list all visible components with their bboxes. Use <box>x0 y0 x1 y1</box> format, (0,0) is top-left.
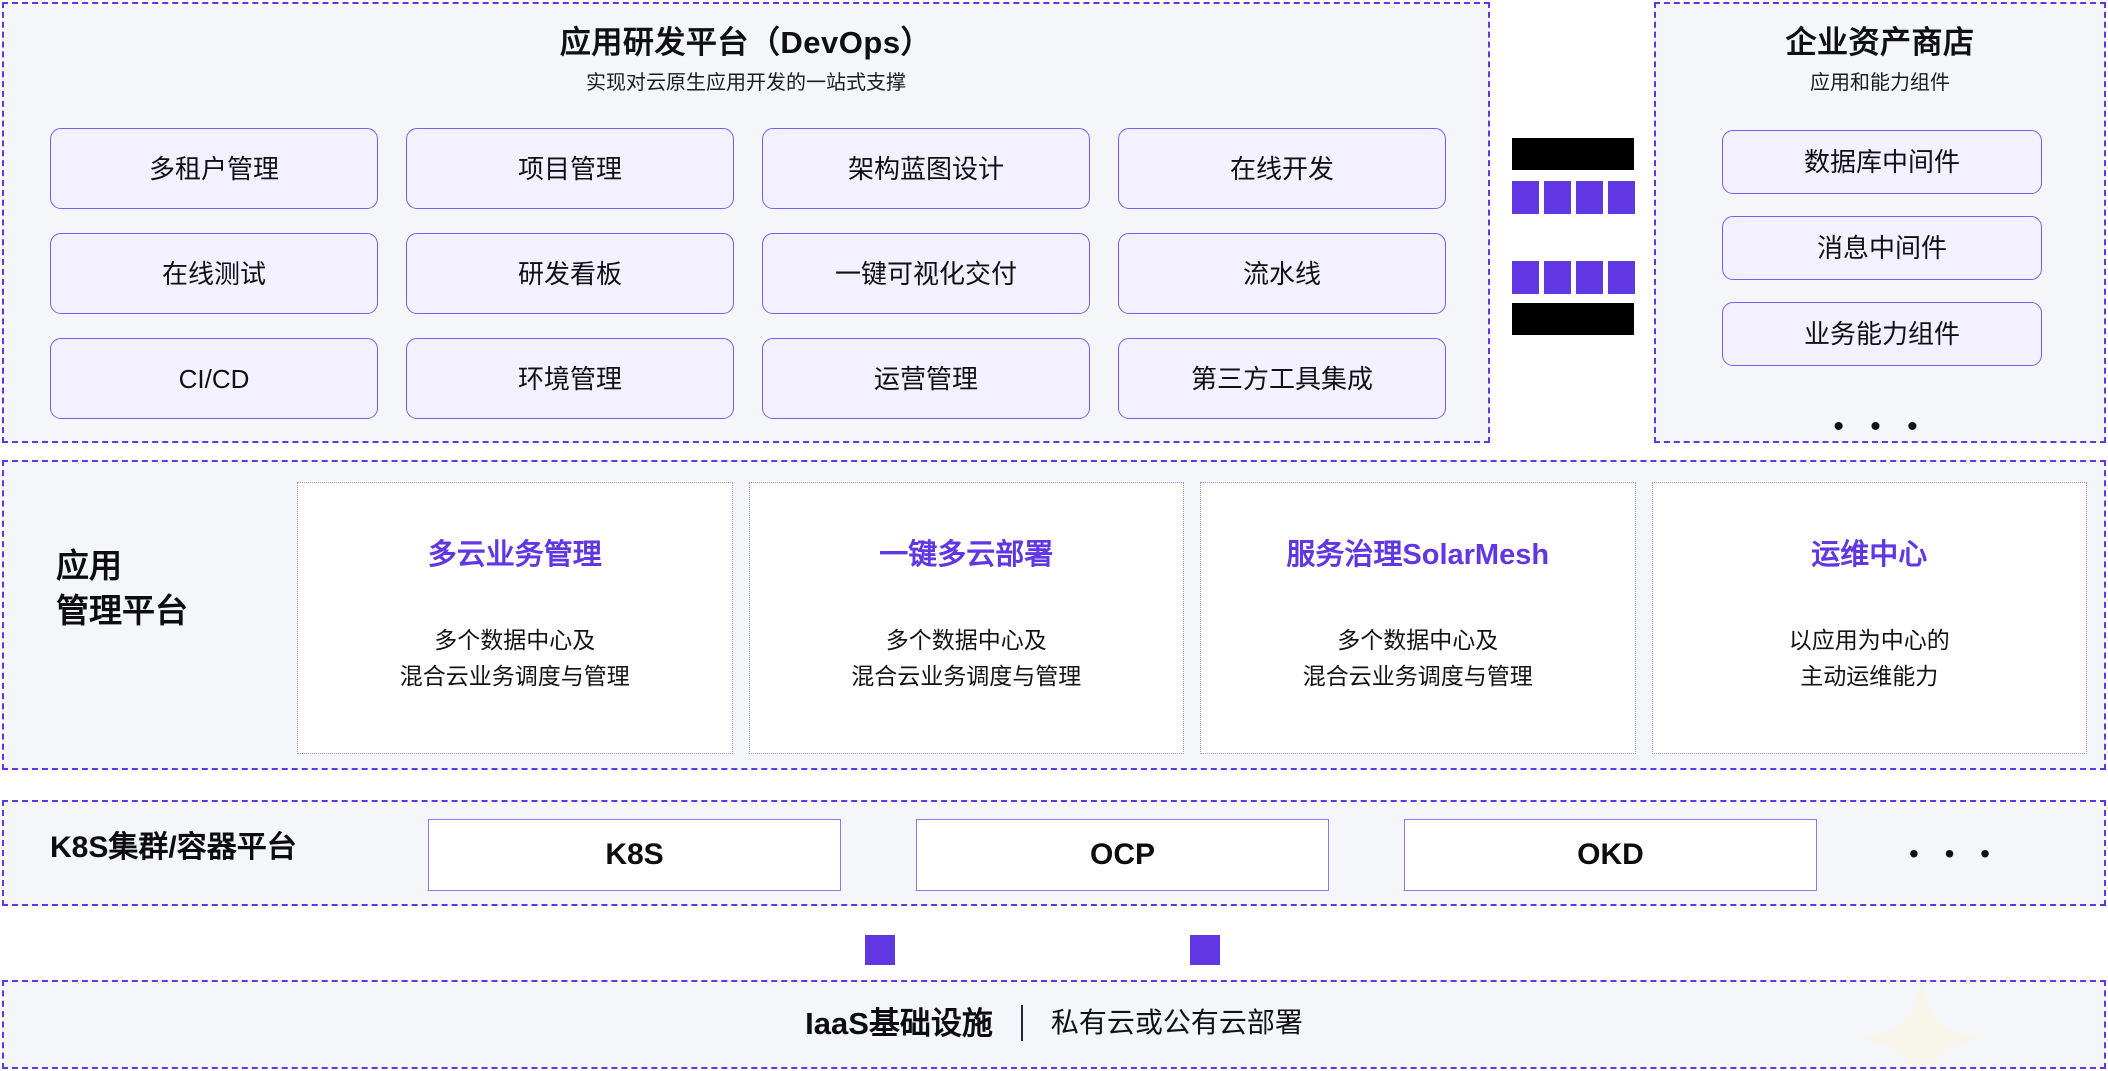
management-card[interactable]: 一键多云部署多个数据中心及 混合云业务调度与管理 <box>748 482 1184 754</box>
k8s-distribution-boxes: K8S OCP OKD <box>428 819 1817 891</box>
enterprise-asset-store-panel: 企业资产商店 应用和能力组件 数据库中间件消息中间件业务能力组件 • • • <box>1654 2 2106 443</box>
devops-chip[interactable]: 架构蓝图设计 <box>762 128 1090 209</box>
devops-chip[interactable]: 项目管理 <box>406 128 734 209</box>
connector-square <box>1512 181 1539 214</box>
iaas-content: IaaS基础设施 私有云或公有云部署 <box>4 1005 2104 1041</box>
link-square-right <box>1190 935 1220 965</box>
devops-chip[interactable]: 多租户管理 <box>50 128 378 209</box>
connector-square <box>1544 181 1571 214</box>
devops-chip[interactable]: CI/CD <box>50 338 378 419</box>
devops-chip[interactable]: 在线测试 <box>50 233 378 314</box>
devops-chip[interactable]: 第三方工具集成 <box>1118 338 1446 419</box>
iaas-title: IaaS基础设施 <box>805 1005 993 1041</box>
connector-square <box>1608 261 1635 294</box>
k8s-cluster-label: K8S集群/容器平台 <box>50 831 297 864</box>
iaas-deployment-text: 私有云或公有云部署 <box>1050 1007 1303 1038</box>
connector-square-row-top <box>1512 181 1635 214</box>
devops-chip[interactable]: 环境管理 <box>406 338 734 419</box>
redacted-label-bottom <box>1512 303 1634 335</box>
devops-chip[interactable]: 运营管理 <box>762 338 1090 419</box>
devops-chip[interactable]: 研发看板 <box>406 233 734 314</box>
management-card-description: 多个数据中心及 混合云业务调度与管理 <box>1302 627 1533 689</box>
asset-store-item[interactable]: 消息中间件 <box>1722 216 2042 280</box>
connector-column <box>1496 0 1650 445</box>
management-card-title: 服务治理SolarMesh <box>1286 539 1550 571</box>
asset-store-title: 企业资产商店 <box>1785 25 1975 60</box>
devops-chip[interactable]: 一键可视化交付 <box>762 233 1090 314</box>
k8s-cluster-panel: K8S集群/容器平台 K8S OCP OKD • • • <box>2 800 2106 906</box>
asset-store-subtitle: 应用和能力组件 <box>1810 72 1950 95</box>
management-card-title: 一键多云部署 <box>879 539 1054 571</box>
management-card-description: 多个数据中心及 混合云业务调度与管理 <box>399 627 630 689</box>
k8s-distribution-box[interactable]: OCP <box>916 819 1329 891</box>
asset-store-item[interactable]: 数据库中间件 <box>1722 130 2042 194</box>
k8s-distribution-box[interactable]: K8S <box>428 819 841 891</box>
management-card-title: 运维中心 <box>1811 539 1928 571</box>
management-card[interactable]: 运维中心以应用为中心的 主动运维能力 <box>1651 482 2087 754</box>
application-management-label: 应用 管理平台 <box>56 547 188 629</box>
iaas-infrastructure-panel: IaaS基础设施 私有云或公有云部署 <box>2 980 2106 1069</box>
connector-square <box>1576 181 1603 214</box>
management-card-title: 多云业务管理 <box>427 539 602 571</box>
sparkle-decoration-icon <box>1855 982 1987 1067</box>
application-management-cards: 多云业务管理多个数据中心及 混合云业务调度与管理一键多云部署多个数据中心及 混合… <box>297 482 2087 754</box>
asset-store-item[interactable]: 业务能力组件 <box>1722 302 2042 366</box>
connector-square <box>1608 181 1635 214</box>
asset-store-list: 数据库中间件消息中间件业务能力组件 <box>1722 130 2042 366</box>
management-card-description: 以应用为中心的 主动运维能力 <box>1788 627 1950 689</box>
devops-chip[interactable]: 流水线 <box>1118 233 1446 314</box>
devops-platform-panel: 应用研发平台（DevOps） 实现对云原生应用开发的一站式支撑 多租户管理项目管… <box>2 2 1490 443</box>
k8s-more-dots: • • • <box>1909 838 1999 869</box>
connector-square <box>1576 261 1603 294</box>
redacted-label-top <box>1512 138 1634 170</box>
application-management-panel: 应用 管理平台 多云业务管理多个数据中心及 混合云业务调度与管理一键多云部署多个… <box>2 460 2106 770</box>
k8s-distribution-box[interactable]: OKD <box>1404 819 1817 891</box>
connector-square <box>1544 261 1571 294</box>
asset-store-more-dots: • • • <box>1833 410 1927 443</box>
connector-square-row-bottom <box>1512 261 1635 294</box>
devops-subtitle: 实现对云原生应用开发的一站式支撑 <box>586 72 906 95</box>
connector-square <box>1512 261 1539 294</box>
link-square-left <box>865 935 895 965</box>
iaas-divider <box>1020 1005 1023 1041</box>
management-card[interactable]: 服务治理SolarMesh 多个数据中心及 混合云业务调度与管理 <box>1200 482 1636 754</box>
devops-chip[interactable]: 在线开发 <box>1118 128 1446 209</box>
devops-title: 应用研发平台（DevOps） <box>559 25 933 60</box>
devops-capability-grid: 多租户管理项目管理架构蓝图设计在线开发在线测试研发看板一键可视化交付流水线 CI/… <box>50 128 1446 419</box>
management-card[interactable]: 多云业务管理多个数据中心及 混合云业务调度与管理 <box>297 482 733 754</box>
management-card-description: 多个数据中心及 混合云业务调度与管理 <box>851 627 1082 689</box>
